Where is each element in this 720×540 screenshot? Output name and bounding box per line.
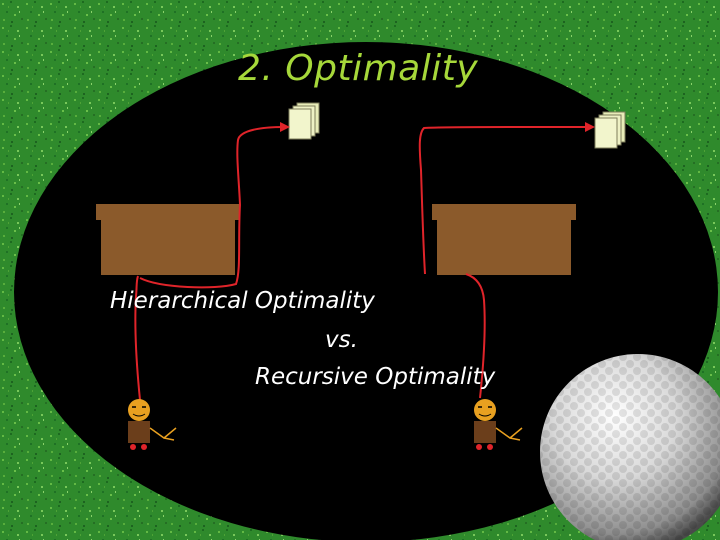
golf-ball-icon bbox=[540, 354, 720, 540]
slide-title: 2. Optimality bbox=[238, 48, 479, 89]
recursive-optimality-text: Recursive Optimality bbox=[255, 364, 496, 390]
document-stack-icon bbox=[594, 111, 626, 149]
right-arrow-path bbox=[418, 122, 595, 399]
person-icon bbox=[128, 399, 177, 450]
left-task-box bbox=[96, 204, 240, 275]
document-stack-icon bbox=[288, 102, 320, 140]
black-ellipse bbox=[14, 42, 718, 540]
vs-text: vs. bbox=[325, 327, 358, 353]
person-icon bbox=[474, 399, 523, 450]
hierarchical-optimality-text: Hierarchical Optimality bbox=[110, 288, 375, 314]
left-arrow-path bbox=[134, 122, 290, 401]
right-task-box bbox=[432, 204, 576, 275]
